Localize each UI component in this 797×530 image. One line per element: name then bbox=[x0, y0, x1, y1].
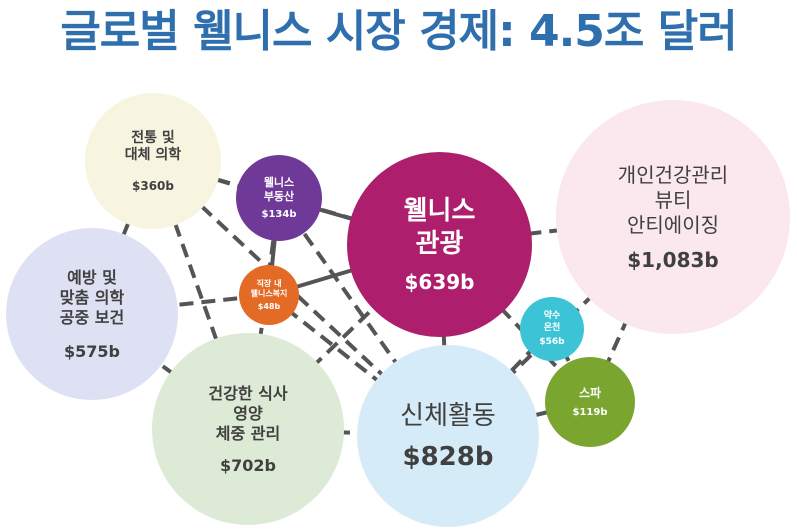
bubble-value: $639b bbox=[404, 270, 475, 294]
bubble-label: 웰니스 관광 bbox=[403, 196, 476, 259]
bubble-preventive-medicine: 예방 및 맞춤 의학 공중 보건 $575b bbox=[6, 228, 178, 400]
bubble-hot-springs: 약수 온천 $56b bbox=[520, 297, 584, 361]
bubble-label: 전통 및 대체 의학 bbox=[124, 129, 182, 164]
bubble-value: $1,083b bbox=[627, 247, 719, 272]
bubble-value: $119b bbox=[572, 407, 608, 418]
bubble-value: $360b bbox=[132, 178, 174, 193]
bubble-value: $702b bbox=[220, 455, 276, 475]
bubble-label: 웰니스 부동산 bbox=[263, 176, 295, 203]
bubble-label: 스파 bbox=[578, 386, 602, 400]
bubble-value: $48b bbox=[257, 302, 281, 311]
bubble-label: 개인건강관리 뷰티 안티에이징 bbox=[617, 162, 729, 237]
bubble-traditional-medicine: 전통 및 대체 의학 $360b bbox=[85, 93, 221, 229]
bubble-physical-activity: 신체활동 $828b bbox=[357, 345, 539, 527]
bubble-value: $828b bbox=[402, 442, 494, 473]
bubble-label: 약수 온천 bbox=[543, 311, 561, 333]
bubble-value: $56b bbox=[539, 336, 565, 347]
bubble-workplace-wellness: 직장 내 웰니스복지 $48b bbox=[239, 265, 299, 325]
bubble-label: 예방 및 맞춤 의학 공중 보건 bbox=[59, 267, 125, 327]
bubble-wellness-tourism: 웰니스 관광 $639b bbox=[347, 152, 532, 337]
bubble-label: 신체활동 bbox=[400, 400, 496, 431]
bubble-value: $575b bbox=[64, 341, 120, 361]
bubble-spa: 스파 $119b bbox=[545, 357, 635, 447]
bubble-value: $134b bbox=[261, 208, 297, 220]
page-title: 글로벌 웰니스 시장 경제: 4.5조 달러 bbox=[60, 6, 737, 57]
bubble-label: 직장 내 웰니스복지 bbox=[250, 279, 288, 298]
bubble-personal-care-beauty: 개인건강관리 뷰티 안티에이징 $1,083b bbox=[556, 100, 790, 334]
bubble-healthy-eating: 건강한 식사 영양 체중 관리 $702b bbox=[152, 333, 344, 525]
bubble-wellness-real-estate: 웰니스 부동산 $134b bbox=[236, 155, 322, 241]
bubble-label: 건강한 식사 영양 체중 관리 bbox=[208, 383, 288, 443]
